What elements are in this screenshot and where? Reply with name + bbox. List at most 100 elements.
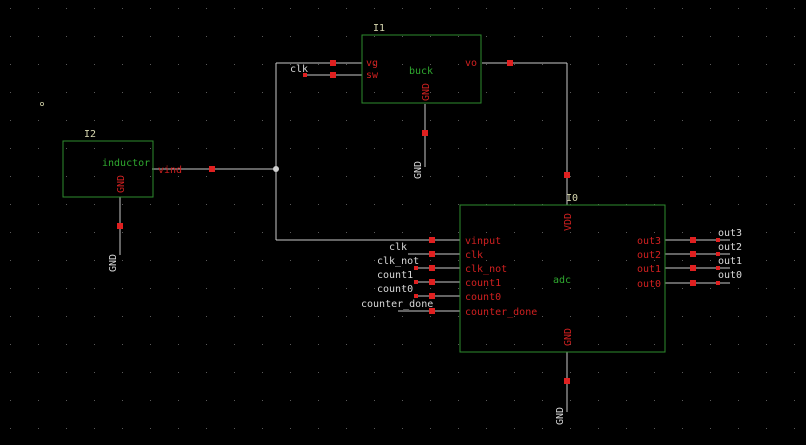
grid-dot [150, 148, 151, 149]
grid-dot [66, 260, 67, 261]
grid-dot [94, 204, 95, 205]
pin-marker-adc-vdd[interactable] [564, 172, 570, 178]
grid-dot [290, 316, 291, 317]
net-label-out1[interactable]: out1 [718, 256, 742, 267]
stub-end-count0 [414, 294, 418, 298]
grid-dot [738, 148, 739, 149]
grid-dot [178, 8, 179, 9]
pin-marker-adc-clk-not[interactable] [429, 265, 435, 271]
grid-dot [570, 400, 571, 401]
grid-dot [318, 260, 319, 261]
pin-marker-adc-out3[interactable] [690, 237, 696, 243]
pin-marker-buck-sw[interactable] [330, 72, 336, 78]
grid-dot [514, 148, 515, 149]
grid-dot [10, 344, 11, 345]
pin-marker-adc-clk[interactable] [429, 251, 435, 257]
grid-dot [402, 400, 403, 401]
grid-dot [430, 288, 431, 289]
pin-marker-inductor-vind[interactable] [209, 166, 215, 172]
grid-dot [486, 120, 487, 121]
grid-dot [654, 64, 655, 65]
grid-dot [598, 120, 599, 121]
grid-dot [598, 372, 599, 373]
pin-marker-adc-out1[interactable] [690, 265, 696, 271]
grid-dot [626, 148, 627, 149]
net-label-clk-not[interactable]: clk_not [377, 256, 419, 267]
net-label-gnd-buck[interactable]: GND [413, 161, 424, 179]
grid-dot [682, 428, 683, 429]
grid-dot [738, 176, 739, 177]
grid-dot [654, 428, 655, 429]
grid-dot [626, 400, 627, 401]
grid-dot [94, 260, 95, 261]
grid-dot [766, 344, 767, 345]
net-label-out0[interactable]: out0 [718, 270, 742, 281]
net-label-gnd-inductor[interactable]: GND [108, 254, 119, 272]
pin-marker-adc-counter-done[interactable] [429, 308, 435, 314]
grid-dot [206, 92, 207, 93]
grid-dot [794, 372, 795, 373]
pin-marker-adc-out0[interactable] [690, 280, 696, 286]
pin-marker-adc-vinput[interactable] [429, 237, 435, 243]
grid-dot [150, 344, 151, 345]
grid-dot [178, 288, 179, 289]
grid-dot [206, 288, 207, 289]
grid-dot [262, 372, 263, 373]
stub-end-count1 [414, 280, 418, 284]
grid-dot [598, 64, 599, 65]
grid-dot [626, 36, 627, 37]
pin-marker-buck-vo[interactable] [507, 60, 513, 66]
grid-dot [682, 92, 683, 93]
grid-dot [458, 428, 459, 429]
pin-marker-adc-out2[interactable] [690, 251, 696, 257]
grid-dot [346, 288, 347, 289]
grid-dot [710, 120, 711, 121]
net-label-clk-buck[interactable]: clk [290, 64, 308, 75]
grid-dot [402, 372, 403, 373]
grid-dot [38, 8, 39, 9]
grid-dot [486, 148, 487, 149]
pin-marker-adc-gnd[interactable] [564, 378, 570, 384]
grid-dot [290, 204, 291, 205]
instance-adc[interactable]: I0 adc VDD GND vinput clk clk_not count1… [459, 193, 666, 353]
grid-dot [570, 64, 571, 65]
grid-dot [486, 260, 487, 261]
pin-marker-adc-count1[interactable] [429, 279, 435, 285]
grid-dot [10, 176, 11, 177]
grid-dot [234, 92, 235, 93]
grid-dot [710, 344, 711, 345]
net-label-clk[interactable]: clk [389, 242, 407, 253]
pin-marker-buck-vg[interactable] [330, 60, 336, 66]
grid-dot [10, 36, 11, 37]
grid-dot [206, 428, 207, 429]
net-label-gnd-adc[interactable]: GND [555, 407, 566, 425]
grid-dot [514, 288, 515, 289]
net-label-count0[interactable]: count0 [377, 284, 413, 295]
grid-dot [514, 64, 515, 65]
instance-inductor[interactable]: I2 inductor vind GND [62, 129, 182, 198]
grid-dot [794, 204, 795, 205]
grid-dot [458, 64, 459, 65]
net-label-out3[interactable]: out3 [718, 228, 742, 239]
grid-dot [682, 372, 683, 373]
grid-dot [514, 428, 515, 429]
net-label-out2[interactable]: out2 [718, 242, 742, 253]
pin-marker-buck-gnd[interactable] [422, 130, 428, 136]
grid-dot [626, 8, 627, 9]
grid-dot [10, 8, 11, 9]
pin-marker-inductor-gnd[interactable] [117, 223, 123, 229]
grid-dot [598, 428, 599, 429]
net-label-counter-done[interactable]: counter_done [361, 299, 433, 310]
grid-dot [374, 92, 375, 93]
net-label-count1[interactable]: count1 [377, 270, 413, 281]
grid-dot [38, 232, 39, 233]
grid-dot [122, 372, 123, 373]
grid-dot [150, 260, 151, 261]
pin-marker-adc-count0[interactable] [429, 293, 435, 299]
grid-dot [178, 372, 179, 373]
grid-dot [570, 8, 571, 9]
grid-dot [570, 288, 571, 289]
grid-dot [542, 344, 543, 345]
instance-buck[interactable]: I1 buck vg sw vo GND [361, 23, 482, 104]
